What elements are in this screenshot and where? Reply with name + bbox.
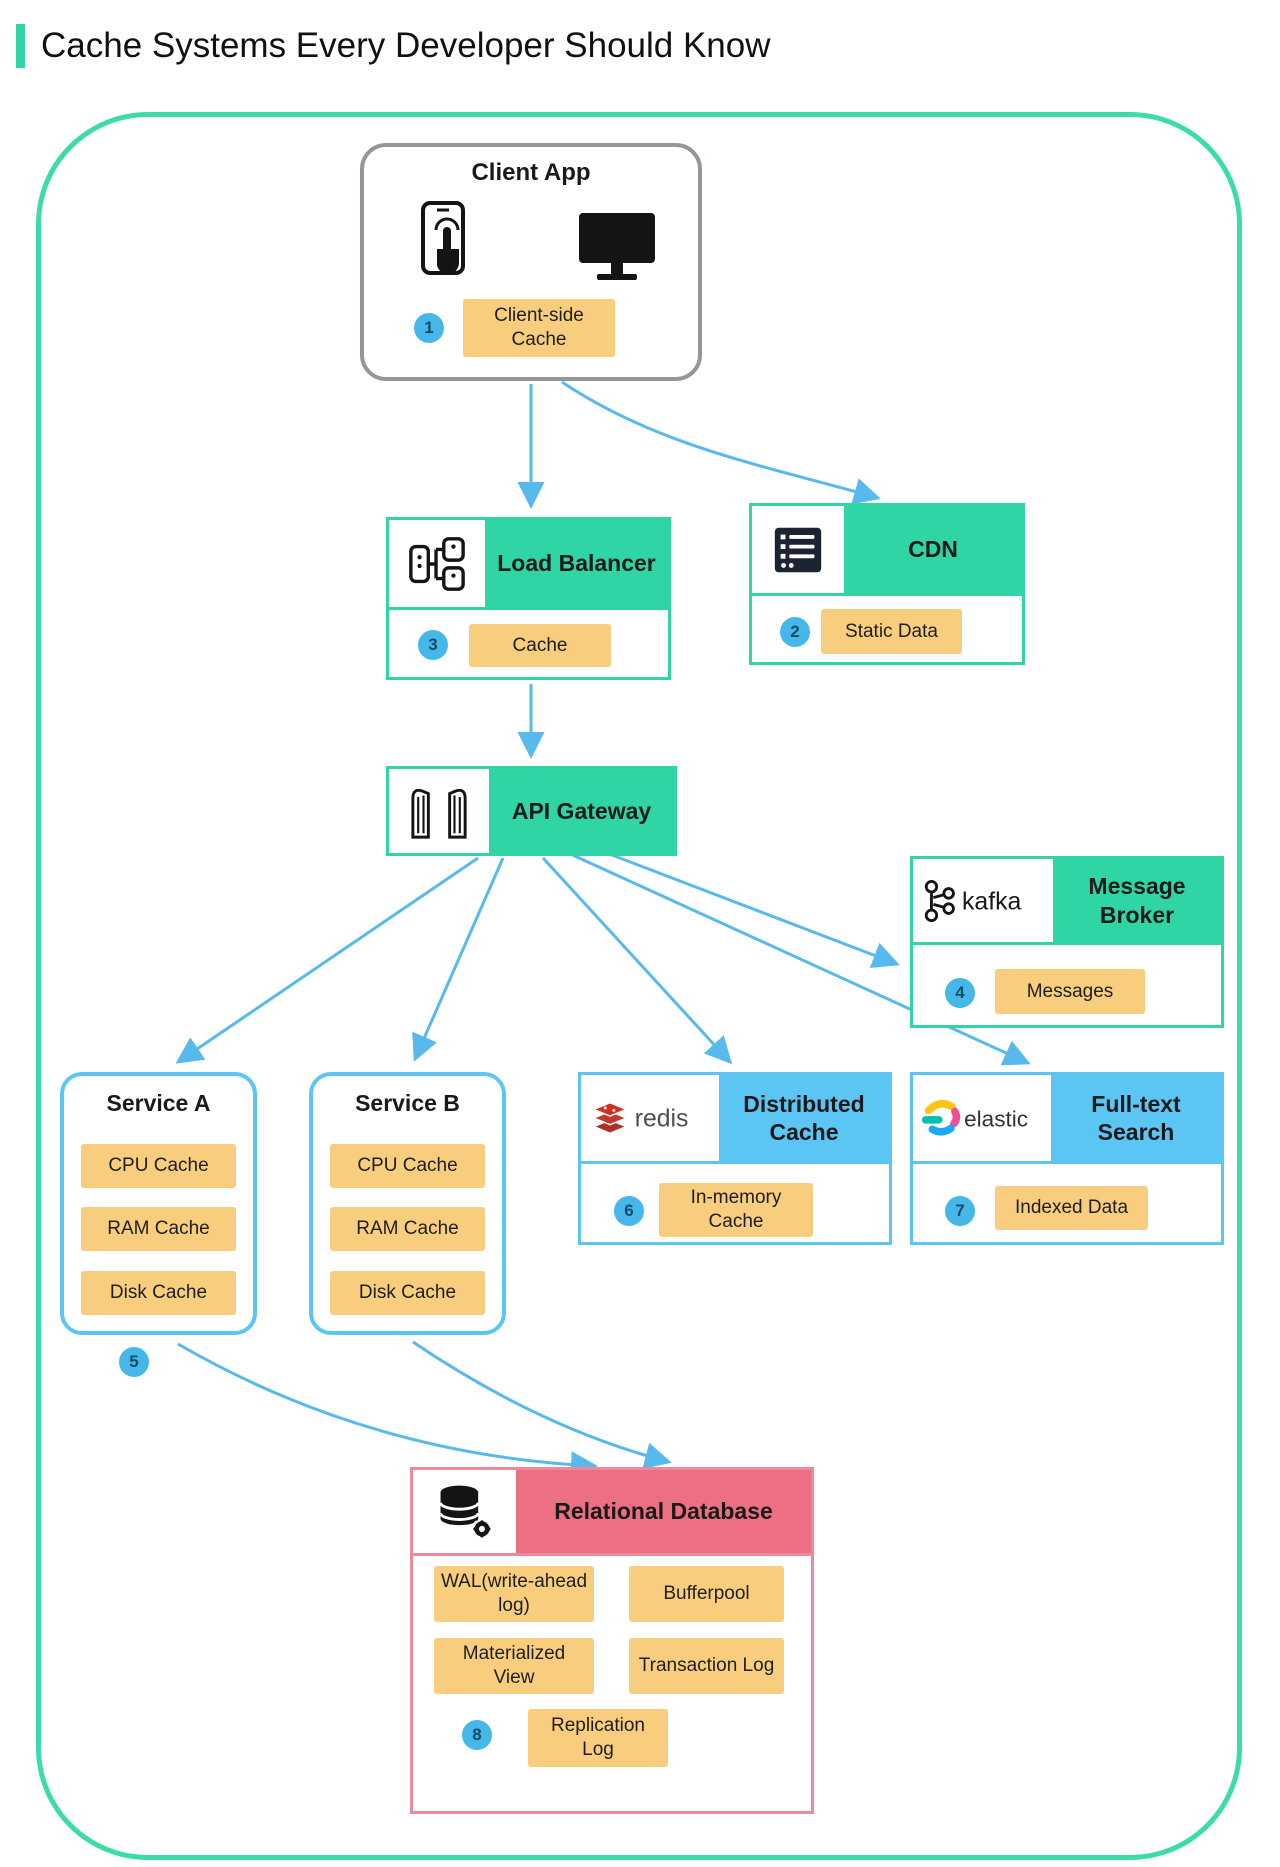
load-balancer-cache-label: Cache bbox=[469, 624, 611, 667]
system-boundary bbox=[36, 112, 1242, 1860]
service-a-disk-cache: Disk Cache bbox=[81, 1271, 236, 1315]
message-broker-title: Message Broker bbox=[1053, 859, 1221, 942]
cdn-title: CDN bbox=[844, 506, 1022, 593]
service-b-ram-cache: RAM Cache bbox=[330, 1207, 485, 1251]
service-a-cpu-cache: CPU Cache bbox=[81, 1144, 236, 1188]
service-a-ram-cache: RAM Cache bbox=[81, 1207, 236, 1251]
distributed-cache-title: Distributed Cache bbox=[719, 1075, 889, 1161]
service-b-node: Service B CPU Cache RAM Cache Disk Cache bbox=[309, 1072, 506, 1335]
client-app-node: Client App 1 Client-side Cache bbox=[360, 143, 702, 381]
database-gear-icon bbox=[438, 1485, 492, 1539]
in-memory-cache-label: In-memory Cache bbox=[659, 1183, 813, 1237]
badge-4: 4 bbox=[945, 978, 975, 1008]
elastic-wordmark: elastic bbox=[964, 1106, 1028, 1131]
message-broker-node: kafka Message Broker 4 Messages bbox=[910, 856, 1224, 1028]
cdn-node: CDN 2 Static Data bbox=[749, 503, 1025, 665]
server-rack-icon bbox=[774, 527, 822, 572]
page-header: Cache Systems Every Developer Should Kno… bbox=[16, 24, 771, 68]
api-gateway-icon-cell bbox=[389, 769, 489, 853]
badge-7: 7 bbox=[945, 1196, 975, 1226]
badge-2: 2 bbox=[780, 617, 810, 647]
bufferpool-label: Bufferpool bbox=[629, 1566, 784, 1622]
database-icon-cell bbox=[413, 1470, 516, 1553]
service-b-disk-cache: Disk Cache bbox=[330, 1271, 485, 1315]
client-app-title: Client App bbox=[471, 159, 591, 186]
mobile-phone-icon bbox=[421, 201, 465, 275]
load-balancer-icon bbox=[409, 536, 465, 591]
materialized-view-label: Materialized View bbox=[434, 1638, 594, 1694]
desktop-monitor-icon bbox=[579, 213, 655, 280]
load-balancer-node: Load Balancer 3 Cache bbox=[386, 517, 671, 680]
fulltext-search-title: Full-text Search bbox=[1051, 1075, 1221, 1161]
badge-5: 5 bbox=[119, 1347, 149, 1377]
relational-database-title: Relational Database bbox=[516, 1470, 811, 1553]
gateway-gates-icon bbox=[411, 788, 467, 839]
badge-1: 1 bbox=[414, 313, 444, 343]
api-gateway-node: API Gateway bbox=[386, 766, 677, 856]
elastic-logo-icon: elastic bbox=[921, 1099, 1028, 1136]
load-balancer-title: Load Balancer bbox=[485, 520, 668, 607]
kafka-logo-cell: kafka bbox=[913, 859, 1053, 942]
elastic-logo-cell: elastic bbox=[913, 1075, 1051, 1161]
badge-6: 6 bbox=[614, 1196, 644, 1226]
service-b-cpu-cache: CPU Cache bbox=[330, 1144, 485, 1188]
kafka-wordmark: kafka bbox=[962, 888, 1021, 915]
redis-logo-cell: redis bbox=[581, 1075, 719, 1161]
redis-wordmark: redis bbox=[635, 1106, 689, 1133]
indexed-data-label: Indexed Data bbox=[995, 1186, 1148, 1230]
page-title: Cache Systems Every Developer Should Kno… bbox=[41, 26, 771, 65]
service-b-title: Service B bbox=[355, 1090, 460, 1116]
api-gateway-title: API Gateway bbox=[511, 797, 652, 824]
client-side-cache-label: Client-side Cache bbox=[463, 299, 615, 357]
badge-3: 3 bbox=[418, 630, 448, 660]
cdn-icon-cell bbox=[752, 506, 844, 593]
replication-log-label: Replication Log bbox=[528, 1709, 668, 1767]
service-a-title: Service A bbox=[106, 1090, 211, 1116]
title-accent-bar bbox=[16, 24, 25, 68]
redis-logo-icon: redis bbox=[591, 1101, 689, 1135]
transaction-log-label: Transaction Log bbox=[629, 1638, 784, 1694]
load-balancer-icon-cell bbox=[389, 520, 485, 607]
messages-label: Messages bbox=[995, 969, 1145, 1014]
fulltext-search-node: elastic Full-text Search 7 Indexed Data bbox=[910, 1072, 1224, 1245]
distributed-cache-node: redis Distributed Cache 6 In-memory Cach… bbox=[578, 1072, 892, 1245]
service-a-node: Service A CPU Cache RAM Cache Disk Cache bbox=[60, 1072, 257, 1335]
wal-label: WAL(write-ahead log) bbox=[434, 1566, 594, 1622]
relational-database-node: Relational Database WAL(write-ahead log)… bbox=[410, 1467, 814, 1814]
static-data-label: Static Data bbox=[821, 609, 962, 654]
kafka-logo-icon: kafka bbox=[924, 879, 1021, 922]
badge-8: 8 bbox=[462, 1720, 492, 1750]
